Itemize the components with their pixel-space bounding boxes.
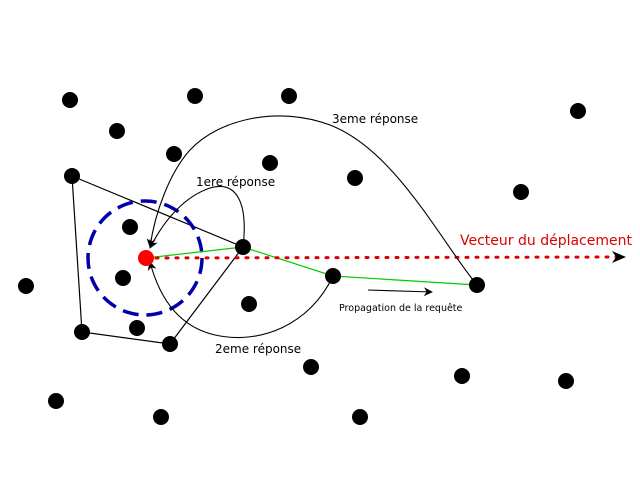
node [281,88,297,104]
node [262,155,278,171]
third-response-label: 3eme réponse [332,112,418,126]
node [74,324,90,340]
node [64,168,80,184]
node [454,368,470,384]
query-propagation-label: Propagation de la requête [339,303,463,314]
node [513,184,529,200]
node [129,320,145,336]
node [109,123,125,139]
neighborhood-polygon [71,175,244,345]
source-node [138,250,154,266]
node [62,92,78,108]
range-circle [86,199,204,317]
first-response-curve [149,186,245,249]
node [570,103,586,119]
node [18,278,34,294]
node [558,373,574,389]
propagation-arrow [367,287,433,297]
second-response-curve [147,261,334,339]
node [241,296,257,312]
nodes [18,88,586,425]
node [187,88,203,104]
displacement-vector-line [144,255,624,260]
node [166,146,182,162]
query-propagation-path [145,246,478,286]
displacement-vector-label: Vecteur du déplacement [460,233,632,249]
node [352,409,368,425]
node [162,336,178,352]
node [469,277,485,293]
node [347,170,363,186]
node [235,239,251,255]
node [153,409,169,425]
displacement-vector-arrowhead [612,251,626,263]
node [122,219,138,235]
third-response-curve [146,115,478,286]
node [303,359,319,375]
second-response-label: 2eme réponse [215,342,301,356]
node [48,393,64,409]
first-response-label: 1ere réponse [196,175,275,189]
node [115,270,131,286]
node [325,268,341,284]
